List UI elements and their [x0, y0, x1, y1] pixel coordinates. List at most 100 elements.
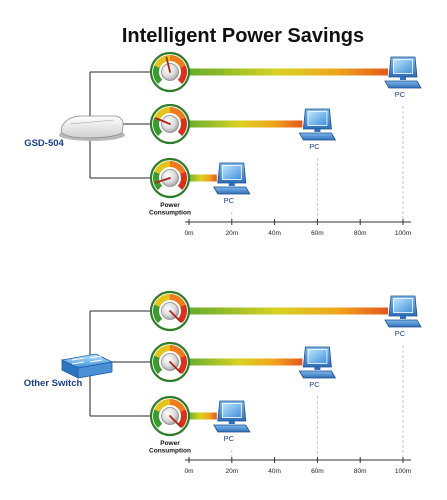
power-consumption-label-line2: Consumption	[149, 210, 191, 217]
axis-tick-label: 20m	[225, 468, 238, 475]
power-consumption-label-line1: Power	[160, 202, 180, 209]
gauge-segment	[177, 355, 187, 375]
power-gauge	[149, 395, 191, 437]
gauge-segment	[154, 161, 171, 175]
pc-stand	[228, 421, 235, 424]
power-gauge	[149, 157, 191, 199]
gauge-segment	[154, 294, 171, 308]
pc-label: PC	[224, 434, 235, 443]
axis-tick-label: 60m	[311, 468, 324, 475]
gauge-segment	[154, 55, 171, 69]
device-label: GSD-504	[24, 138, 64, 149]
gauge-segment	[153, 171, 163, 191]
pc-screen	[221, 165, 242, 180]
pc-keyboard	[213, 186, 251, 195]
pc-stand	[314, 367, 321, 370]
switch-front	[77, 361, 113, 379]
gauge-segment	[153, 304, 163, 324]
axis-tick-label: 80m	[354, 468, 367, 475]
switch-line	[69, 119, 115, 125]
gauge-segment	[153, 409, 163, 429]
axis-tick-label: 100m	[395, 468, 411, 475]
gauge-segment	[169, 345, 186, 359]
gauge-needle	[169, 415, 182, 428]
power-gauge	[149, 290, 191, 332]
power-consumption-label-line1: Power	[160, 440, 180, 447]
pc-icon	[298, 108, 337, 141]
pc-label: PC	[395, 329, 406, 338]
pc-keyboard	[298, 132, 337, 141]
pc-stand	[400, 77, 406, 80]
gauge-segment	[169, 161, 186, 175]
diagram-title: Intelligent Power Savings	[122, 25, 364, 47]
pc-icon	[213, 400, 251, 433]
gauge-segment	[177, 65, 187, 85]
axis-tick-label: 100m	[395, 230, 411, 237]
axis-tick-label: 80m	[354, 230, 367, 237]
pc-icon	[384, 295, 422, 328]
cable-power-bar	[187, 68, 388, 76]
gauge-segment	[153, 355, 163, 375]
pc-screen	[393, 59, 413, 74]
gauge-segment	[154, 399, 171, 413]
gauge-needle	[169, 310, 182, 323]
cable-power-bar	[187, 120, 303, 128]
gauge-segment	[169, 107, 186, 121]
pc-icon	[298, 346, 337, 379]
gauge-needle	[165, 56, 171, 73]
pc-icon	[213, 162, 251, 195]
gauge-segment	[177, 117, 187, 137]
switch-arrow	[89, 355, 103, 359]
gauge-segment	[154, 107, 171, 121]
gauge-segment	[177, 304, 187, 324]
pc-label: PC	[224, 196, 235, 205]
pc-keyboard	[384, 319, 422, 328]
network-switch-icon	[60, 353, 114, 379]
cable-power-bar	[187, 174, 217, 182]
gauge-needle	[169, 361, 182, 374]
pc-label: PC	[395, 90, 406, 99]
switch-arrow	[71, 361, 85, 365]
pc-keyboard	[213, 424, 251, 433]
smart-switch-icon	[59, 115, 125, 141]
gauge-segment	[153, 117, 163, 137]
switch-arrow	[71, 357, 85, 361]
pc-label: PC	[309, 142, 320, 151]
gauge-segment	[177, 409, 187, 429]
power-gauge	[149, 51, 191, 93]
gauge-segment	[169, 294, 186, 308]
cable-power-bar	[187, 412, 217, 420]
device-label: Other Switch	[24, 378, 83, 389]
gauge-segment	[169, 55, 186, 69]
gauge-segment	[154, 345, 171, 359]
power-gauge	[149, 103, 191, 145]
pc-screen	[221, 403, 242, 418]
cable-power-bar	[187, 307, 388, 315]
gauge-needle	[155, 117, 171, 125]
switch-body	[60, 115, 124, 139]
pc-keyboard	[298, 370, 337, 379]
pc-screen	[393, 298, 413, 313]
pc-icon	[384, 56, 422, 89]
gauge-segment	[169, 399, 186, 413]
gauge-segment	[177, 171, 187, 191]
pc-stand	[314, 129, 321, 132]
cable-power-bar	[187, 358, 303, 366]
axis-tick-label: 0m	[184, 468, 193, 475]
axis-tick-label: 40m	[268, 468, 281, 475]
axis-tick-label: 40m	[268, 230, 281, 237]
pc-screen	[307, 349, 328, 364]
power-gauge	[149, 341, 191, 383]
pc-stand	[400, 316, 406, 319]
pc-label: PC	[309, 380, 320, 389]
pc-keyboard	[384, 80, 422, 89]
gauge-segment	[153, 65, 163, 85]
gauge-needle	[154, 177, 171, 184]
axis-tick-label: 20m	[225, 230, 238, 237]
axis-tick-label: 60m	[311, 230, 324, 237]
power-consumption-label-line2: Consumption	[149, 448, 191, 455]
axis-tick-label: 0m	[184, 230, 193, 237]
